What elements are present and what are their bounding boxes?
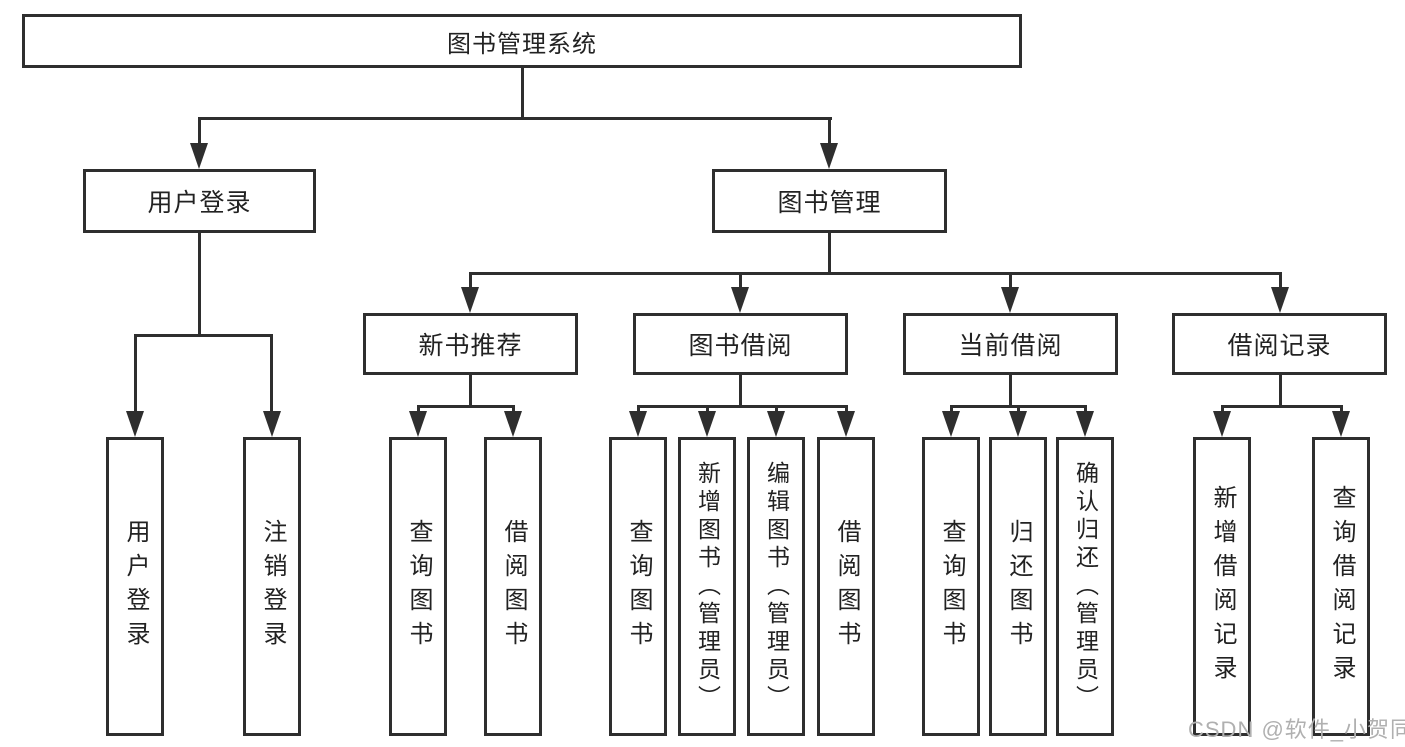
leaf-query-borrow-record-label: 查询借阅记录 bbox=[1328, 484, 1355, 689]
connector-drop-leaf bbox=[512, 405, 515, 415]
connector-user-login-stem bbox=[198, 233, 201, 337]
arrow-down-icon bbox=[629, 411, 647, 437]
connector-drop-book-management bbox=[828, 117, 831, 145]
leaf-borrow-books-label: 借阅图书 bbox=[833, 518, 860, 655]
arrow-down-icon bbox=[1332, 411, 1350, 437]
arrow-down-icon bbox=[1009, 411, 1027, 437]
leaf-query-borrow-record: 查询借阅记录 bbox=[1312, 437, 1370, 736]
arrow-down-icon bbox=[942, 411, 960, 437]
node-book-management: 图书管理 bbox=[712, 169, 947, 233]
leaf-borrow-books-recommend: 借阅图书 bbox=[484, 437, 542, 736]
connector-borrow-records-hline bbox=[1221, 405, 1343, 408]
connector-drop-l3 bbox=[469, 272, 472, 289]
connector-drop-l3 bbox=[1279, 272, 1282, 289]
arrow-down-icon bbox=[126, 411, 144, 437]
arrow-down-icon bbox=[767, 411, 785, 437]
connector-drop-leaf bbox=[706, 405, 709, 415]
connector-drop-leaf bbox=[1084, 405, 1087, 415]
leaf-query-books-current-label: 查询图书 bbox=[938, 518, 965, 655]
connector-drop-user-login bbox=[198, 117, 201, 145]
connector-drop-leaf bbox=[1017, 405, 1020, 415]
connector-book-borrow-hline bbox=[637, 405, 848, 408]
connector-root-stem bbox=[521, 68, 524, 120]
connector-book-borrow-stem bbox=[739, 375, 742, 408]
arrow-down-icon bbox=[731, 287, 749, 313]
node-root: 图书管理系统 bbox=[22, 14, 1022, 68]
node-book-borrow-label: 图书借阅 bbox=[688, 332, 793, 360]
leaf-query-books-recommend-label: 查询图书 bbox=[405, 518, 432, 655]
node-book-management-label: 图书管理 bbox=[777, 189, 882, 217]
leaf-query-books-current: 查询图书 bbox=[922, 437, 980, 736]
leaf-confirm-return-admin-label: 确认归还（管理员） bbox=[1072, 460, 1099, 713]
leaf-return-books-label: 归还图书 bbox=[1005, 518, 1032, 655]
connector-book-management-stem bbox=[828, 233, 831, 275]
leaf-borrow-books-recommend-label: 借阅图书 bbox=[500, 518, 527, 655]
leaf-borrow-books: 借阅图书 bbox=[817, 437, 875, 736]
connector-drop-leaf bbox=[775, 405, 778, 415]
arrow-down-icon bbox=[837, 411, 855, 437]
connector-drop-leaf bbox=[637, 405, 640, 415]
connector-drop-leaf bbox=[1221, 405, 1224, 415]
node-new-book-recommend: 新书推荐 bbox=[363, 313, 578, 375]
connector-drop-leaf bbox=[1340, 405, 1343, 415]
connector-drop-l3 bbox=[1009, 272, 1012, 289]
connector-drop-l3 bbox=[739, 272, 742, 289]
node-root-label: 图书管理系统 bbox=[447, 30, 597, 58]
arrow-down-icon bbox=[263, 411, 281, 437]
leaf-edit-book-admin-label: 编辑图书（管理员） bbox=[763, 460, 790, 713]
node-current-borrow-label: 当前借阅 bbox=[958, 332, 1063, 360]
leaf-confirm-return-admin: 确认归还（管理员） bbox=[1056, 437, 1114, 736]
connector-drop-leaf bbox=[134, 334, 137, 413]
connector-new-book-hline bbox=[417, 405, 515, 408]
node-new-book-recommend-label: 新书推荐 bbox=[418, 332, 523, 360]
node-user-login: 用户登录 bbox=[83, 169, 316, 233]
connector-drop-leaf bbox=[950, 405, 953, 415]
leaf-user-login: 用户登录 bbox=[106, 437, 164, 736]
node-current-borrow: 当前借阅 bbox=[903, 313, 1118, 375]
leaf-logout: 注销登录 bbox=[243, 437, 301, 736]
connector-new-book-stem bbox=[469, 375, 472, 408]
connector-borrow-records-stem bbox=[1279, 375, 1282, 408]
connector-current-borrow-stem bbox=[1009, 375, 1012, 408]
leaf-add-book-admin-label: 新增图书（管理员） bbox=[694, 460, 721, 713]
arrow-down-icon bbox=[461, 287, 479, 313]
node-borrow-records: 借阅记录 bbox=[1172, 313, 1387, 375]
leaf-logout-label: 注销登录 bbox=[259, 518, 286, 655]
leaf-query-books-borrow-label: 查询图书 bbox=[625, 518, 652, 655]
leaf-add-borrow-record: 新增借阅记录 bbox=[1193, 437, 1251, 736]
arrow-down-icon bbox=[409, 411, 427, 437]
connector-drop-leaf bbox=[845, 405, 848, 415]
connector-drop-leaf bbox=[417, 405, 420, 415]
arrow-down-icon bbox=[190, 143, 208, 169]
arrow-down-icon bbox=[820, 143, 838, 169]
arrow-down-icon bbox=[698, 411, 716, 437]
watermark: CSDN @软件_小贺同学 bbox=[1188, 717, 1405, 742]
arrow-down-icon bbox=[1271, 287, 1289, 313]
leaf-add-borrow-record-label: 新增借阅记录 bbox=[1209, 484, 1236, 689]
connector-book-management-hline bbox=[469, 272, 1282, 275]
connector-root-hline bbox=[198, 117, 832, 120]
connector-drop-leaf bbox=[270, 334, 273, 413]
leaf-query-books-recommend: 查询图书 bbox=[389, 437, 447, 736]
connector-user-login-hline bbox=[134, 334, 273, 337]
node-user-login-label: 用户登录 bbox=[147, 189, 252, 217]
leaf-edit-book-admin: 编辑图书（管理员） bbox=[747, 437, 805, 736]
leaf-query-books-borrow: 查询图书 bbox=[609, 437, 667, 736]
leaf-add-book-admin: 新增图书（管理员） bbox=[678, 437, 736, 736]
arrow-down-icon bbox=[1001, 287, 1019, 313]
arrow-down-icon bbox=[504, 411, 522, 437]
node-borrow-records-label: 借阅记录 bbox=[1227, 332, 1332, 360]
leaf-return-books: 归还图书 bbox=[989, 437, 1047, 736]
node-book-borrow: 图书借阅 bbox=[633, 313, 848, 375]
arrow-down-icon bbox=[1213, 411, 1231, 437]
arrow-down-icon bbox=[1076, 411, 1094, 437]
leaf-user-login-label: 用户登录 bbox=[122, 518, 149, 655]
